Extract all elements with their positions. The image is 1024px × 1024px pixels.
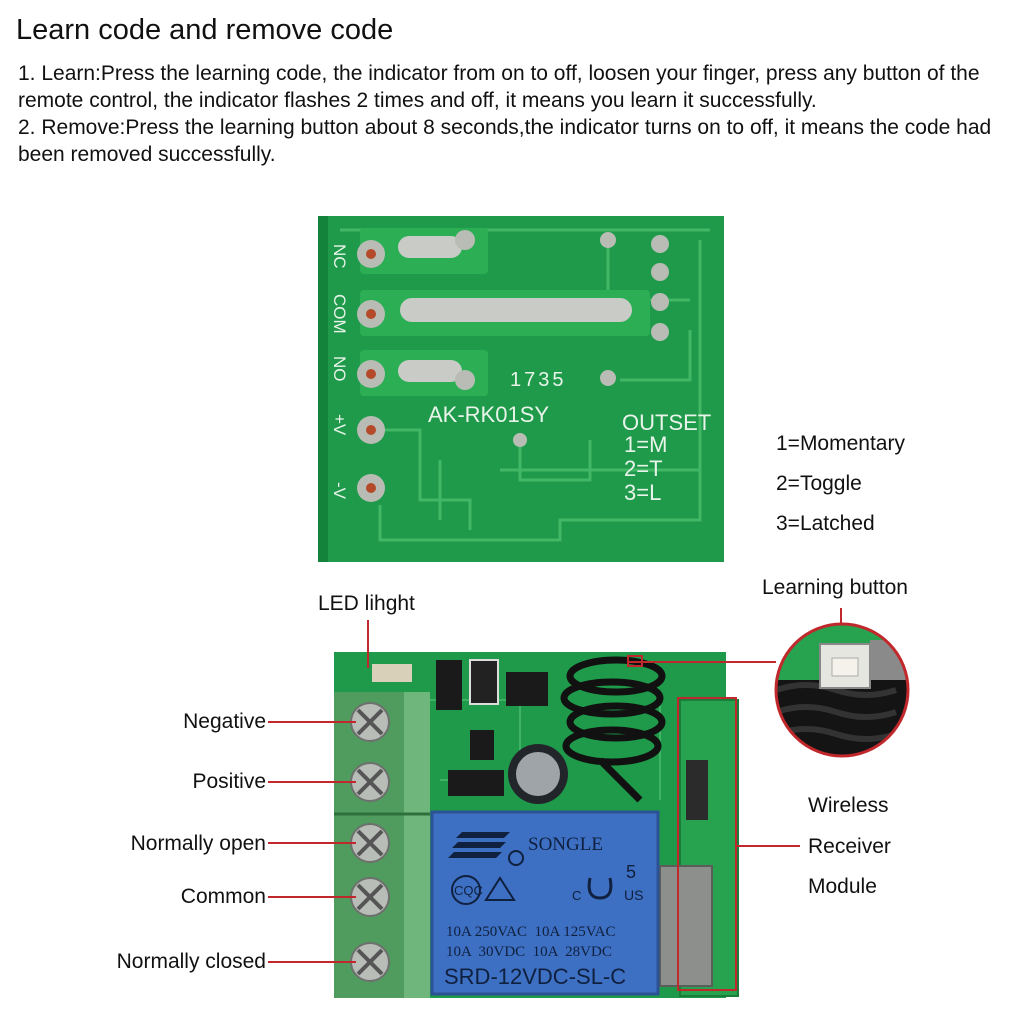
terminal-label-normally-open: Normally open	[130, 832, 266, 855]
outset-2: 2=T	[624, 456, 663, 481]
screw-slot-icon	[356, 829, 384, 857]
diode	[436, 660, 462, 710]
screw-slot-icon	[356, 708, 384, 736]
relay-c-mark: C	[572, 888, 581, 903]
antenna-coil	[560, 656, 666, 803]
relay-5: 5	[626, 862, 636, 882]
cqc-mark-icon	[451, 875, 481, 905]
com-solder	[400, 298, 632, 322]
pin-label-com: COM	[330, 294, 349, 334]
nc-solder	[398, 236, 462, 258]
learn-instruction: 1. Learn:Press the learning code, the in…	[18, 62, 980, 112]
wireless-label: Wireless	[808, 794, 889, 817]
relay-text: SONGLE CQC C 5 US 10A 250VAC 10A 125VAC …	[444, 834, 643, 989]
relay: SONGLE CQC C 5 US 10A 250VAC 10A 125VAC …	[430, 810, 660, 996]
mode-legend: 1=Momentary 2=Toggle 3=Latched	[776, 432, 905, 552]
pin-label-plus-v: +V	[330, 414, 349, 436]
mode-latched: 3=Latched	[776, 512, 875, 535]
top-round-pads	[357, 230, 669, 502]
remove-instruction: 2. Remove:Press the learning button abou…	[18, 116, 992, 166]
screw-slot-icon	[356, 948, 384, 976]
top-silk-text: NC COM NO +V -V AK-RK01SY 1735 OUTSET 1=…	[330, 244, 711, 505]
screw-slot-icon	[356, 883, 384, 911]
instructions: 1. Learn:Press the learning code, the in…	[18, 60, 1008, 168]
capacitor-top	[516, 752, 560, 796]
bottom-board-front: SONGLE CQC C 5 US 10A 250VAC 10A 125VAC …	[268, 608, 910, 998]
receiver-label: Receiver	[808, 835, 891, 858]
terminal-block	[334, 692, 430, 998]
screw-slot-icon	[356, 768, 384, 796]
page-title: Learn code and remove code	[16, 14, 394, 46]
relay-us: US	[624, 887, 643, 903]
regulator	[506, 672, 548, 706]
pin-label-nc: NC	[330, 244, 349, 269]
pin-label-minus-v: -V	[330, 482, 349, 500]
relay-rating-1: 10A 250VAC 10A 125VAC	[446, 924, 615, 940]
learning-button-zoom	[774, 622, 910, 758]
pin-label-no: NO	[330, 356, 349, 382]
terminal-label-common: Common	[180, 885, 266, 908]
led-label: LED lihght	[318, 592, 415, 615]
crystal	[659, 865, 713, 987]
ul-mark-icon	[587, 877, 613, 900]
outset-1: 1=M	[624, 432, 667, 457]
module-label: Module	[808, 875, 877, 898]
songle-logo-icon	[448, 832, 524, 866]
callout-lines	[268, 608, 842, 991]
relay-cqc: CQC	[454, 883, 483, 898]
mode-toggle: 2=Toggle	[776, 472, 862, 495]
smd-diode	[448, 770, 504, 796]
terminal-side	[404, 692, 430, 998]
smd-component	[469, 659, 499, 705]
board-model: AK-RK01SY	[428, 402, 549, 427]
terminal-label-normally-closed: Normally closed	[116, 950, 266, 973]
no-solder	[398, 360, 462, 382]
terminal-label-positive: Positive	[192, 770, 266, 793]
mode-momentary: 1=Momentary	[776, 432, 905, 455]
date-code: 1735	[510, 369, 567, 391]
relay-model: SRD-12VDC-SL-C	[444, 964, 626, 989]
outset-3: 3=L	[624, 480, 661, 505]
relay-brand: SONGLE	[528, 834, 603, 855]
outset-title: OUTSET	[622, 410, 711, 435]
relay-rating-2: 10A 30VDC 10A 28VDC	[446, 944, 612, 960]
led-component	[372, 664, 412, 682]
warning-mark-icon	[484, 876, 516, 901]
module-chip	[686, 760, 708, 820]
terminal-label-negative: Negative	[183, 710, 266, 733]
top-board-back: NC COM NO +V -V AK-RK01SY 1735 OUTSET 1=…	[318, 216, 724, 562]
learning-button-label: Learning button	[762, 576, 908, 599]
transistor	[470, 730, 494, 760]
top-pcb-edge	[318, 216, 328, 562]
